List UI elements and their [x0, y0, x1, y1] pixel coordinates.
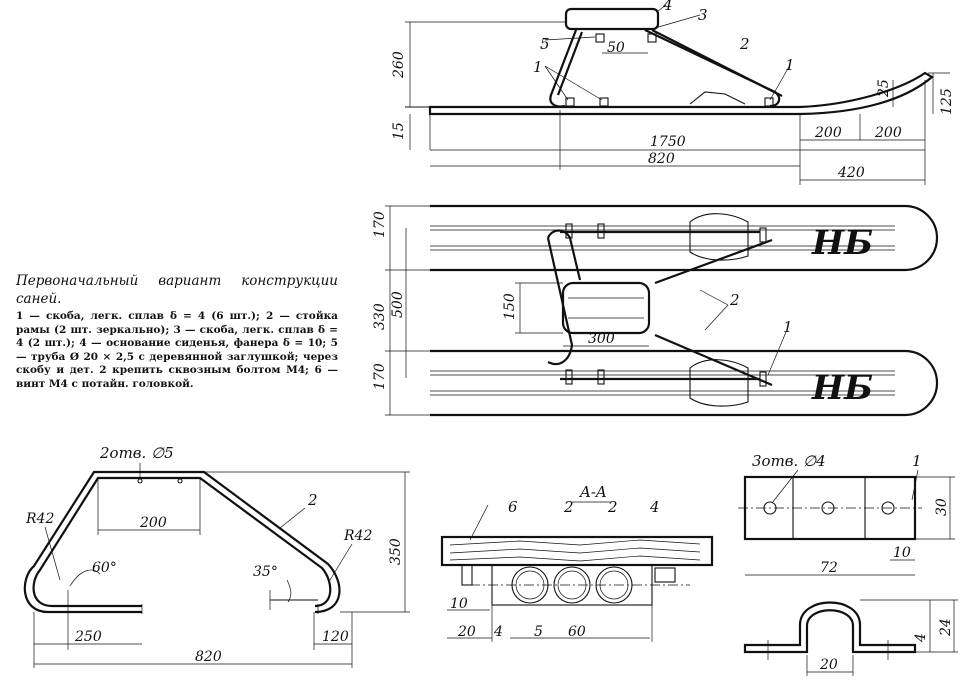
dim-r42-left: R42 — [25, 511, 54, 527]
dim-260: 260 — [391, 51, 407, 79]
dim-330: 330 — [372, 303, 388, 330]
section-view: A-A 6 2 2 4 10 20 4 5 60 — [440, 483, 714, 642]
figure-caption: Первоначальный вариант конструкции саней… — [16, 273, 338, 307]
top-label-1: 1 — [783, 318, 793, 336]
side-label-1a: 1 — [533, 58, 543, 76]
top-view: НБ НБ 2 1 170 330 — [372, 204, 939, 417]
dim-200-frame: 200 — [139, 515, 167, 531]
dim-420: 420 — [837, 165, 865, 181]
top-label-2: 2 — [729, 291, 740, 309]
side-label-3: 3 — [698, 6, 708, 24]
figure-legend: 1 — скоба, легк. сплав δ = 4 (6 шт.); 2 … — [16, 310, 338, 390]
frame-holes-note: 2отв. ∅5 — [99, 444, 174, 462]
ski-mark-top: НБ — [811, 223, 873, 263]
dim-170-top: 170 — [372, 211, 388, 238]
dim-50: 50 — [607, 40, 625, 56]
dim-25: 25 — [876, 79, 892, 98]
section-label-2b: 2 — [607, 498, 618, 516]
dim-60-section: 60 — [568, 624, 586, 640]
dim-4-bracket: 4 — [913, 633, 929, 643]
dim-72: 72 — [820, 560, 838, 576]
frame-view: 2отв. ∅5 2 R42 R42 60° 35° 200 250 120 8… — [23, 444, 410, 668]
side-label-5: 5 — [540, 35, 550, 53]
dim-250: 250 — [74, 629, 102, 645]
dim-15: 15 — [391, 122, 407, 140]
side-label-1b: 1 — [785, 56, 795, 74]
dim-300: 300 — [588, 331, 615, 347]
dim-35deg: 35° — [253, 564, 278, 580]
dim-30: 30 — [934, 498, 950, 516]
section-title: A-A — [578, 483, 607, 501]
ski-mark-bottom: НБ — [811, 368, 873, 408]
section-label-4: 4 — [649, 498, 660, 516]
dim-820: 820 — [648, 151, 675, 167]
dim-5-section: 5 — [534, 624, 543, 640]
dim-20-bracket: 20 — [819, 657, 838, 673]
dim-170-bottom: 170 — [372, 363, 388, 390]
dim-10-section: 10 — [450, 596, 468, 612]
dim-150: 150 — [502, 293, 518, 320]
side-label-2: 2 — [739, 35, 750, 53]
dim-20-section: 20 — [457, 624, 476, 640]
dim-4-section: 4 — [493, 624, 503, 640]
dim-125: 125 — [939, 88, 955, 115]
dim-10-bracket: 10 — [893, 545, 911, 561]
bracket-holes-note: 3отв. ∅4 — [752, 452, 826, 470]
bracket-label-1: 1 — [912, 452, 922, 470]
side-label-4: 4 — [662, 0, 673, 14]
dim-820-frame: 820 — [195, 649, 222, 665]
dim-120: 120 — [322, 629, 349, 645]
section-label-6: 6 — [508, 498, 518, 516]
section-label-2a: 2 — [563, 498, 574, 516]
dim-350: 350 — [388, 538, 404, 565]
dim-24: 24 — [938, 618, 954, 637]
dim-r42-right: R42 — [343, 528, 372, 544]
bracket-view: 3отв. ∅4 1 30 10 72 4 24 20 — [738, 452, 958, 676]
dim-200b: 200 — [874, 125, 902, 141]
frame-label-2: 2 — [307, 491, 318, 509]
dim-200a: 200 — [814, 125, 842, 141]
side-view: 4 3 2 5 1 1 260 15 50 25 125 200 200 175… — [391, 0, 955, 185]
dim-500: 500 — [390, 291, 406, 318]
dim-1750: 1750 — [650, 134, 686, 150]
dim-60deg: 60° — [92, 560, 117, 576]
